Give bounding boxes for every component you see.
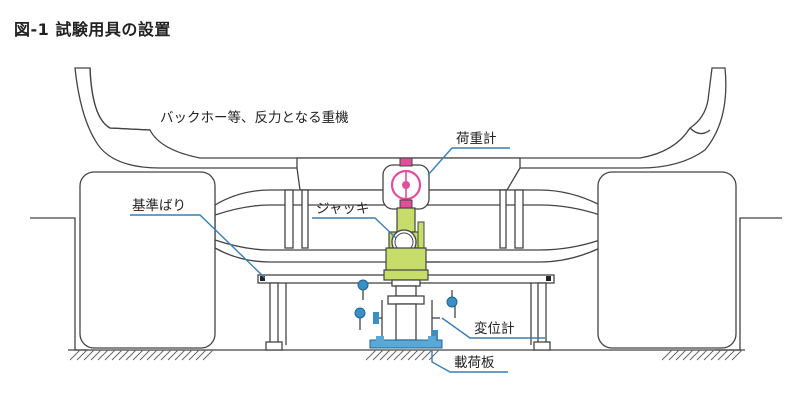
label-jack: ジャッキ: [316, 201, 369, 217]
loading-plate: [369, 336, 443, 349]
hydraulic-jack: [383, 207, 440, 281]
right-track: [597, 171, 737, 349]
label-loading-plate: 載荷板: [454, 355, 495, 371]
label-reaction-machine: バックホー等、反力となる重機: [160, 109, 349, 126]
leader-lines: [130, 147, 545, 373]
label-reference-beam: 基準ばり: [132, 197, 186, 214]
label-displacement-gauge: 変位計: [474, 320, 515, 337]
left-track: [79, 171, 216, 349]
label-load-cell: 荷重計: [456, 131, 497, 147]
figure-title: 図-1 試験用具の設置: [14, 20, 171, 39]
load-cell: [382, 157, 430, 210]
dial-gauge-left: [354, 279, 379, 324]
backhoe-body: [74, 67, 727, 169]
loading-column: [387, 279, 425, 341]
ground-hatching: [69, 349, 743, 361]
